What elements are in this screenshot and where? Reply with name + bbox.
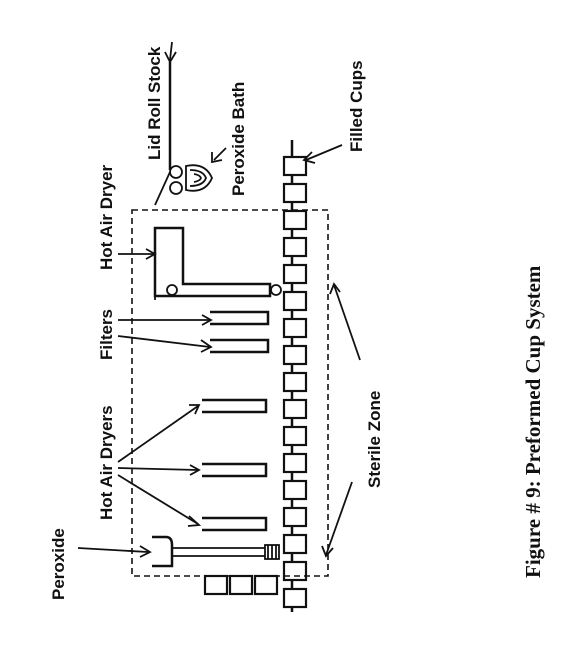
peroxide-bath: [185, 164, 213, 192]
cup: [282, 344, 308, 366]
hot-air-dryer-label: Hot Air Dryer: [97, 164, 116, 270]
cup: [282, 155, 308, 177]
hot-air-dryer-top: [153, 226, 282, 300]
cup: [282, 560, 308, 582]
cup-row: [282, 155, 308, 609]
cup: [282, 425, 308, 447]
cup: [282, 263, 308, 285]
cup: [282, 290, 308, 312]
peroxide-bath-label: Peroxide Bath: [229, 82, 248, 196]
cup: [282, 182, 308, 204]
cup: [282, 371, 308, 393]
hot-air-dryers: [202, 398, 268, 532]
sterile-zone-label: Sterile Zone: [365, 391, 384, 488]
filters-label: Filters: [97, 309, 116, 360]
peroxide-label: Peroxide: [49, 528, 68, 600]
leader-arrows: [77, 41, 361, 558]
lid-roll-stock-label: Lid Roll Stock: [145, 46, 164, 160]
cup: [282, 533, 308, 555]
lid-feed: [154, 62, 183, 206]
filled-cups-label: Filled Cups: [347, 60, 366, 152]
cup: [282, 236, 308, 258]
hot-air-dryers-label: Hot Air Dryers: [97, 405, 116, 520]
cup: [282, 506, 308, 528]
cup: [282, 587, 308, 609]
cup: [282, 398, 308, 420]
peroxide-sprayer: [152, 535, 280, 568]
filters: [210, 310, 270, 354]
cup: [282, 317, 308, 339]
cup-stack: [203, 574, 279, 596]
figure-caption: Figure # 9: Preformed Cup System: [521, 265, 545, 578]
cup: [282, 452, 308, 474]
cup: [282, 209, 308, 231]
cup: [282, 479, 308, 501]
